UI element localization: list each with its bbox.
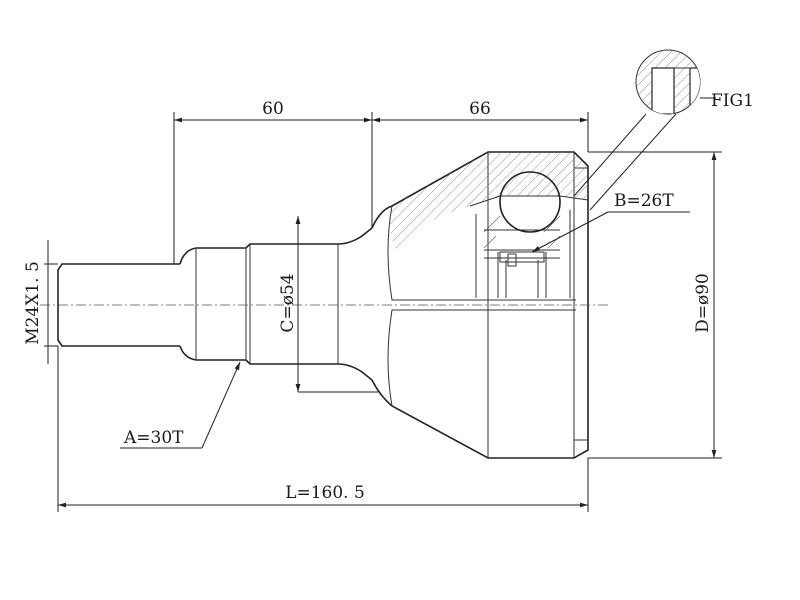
dim-c-label: C=ø54	[278, 273, 298, 332]
inner-race	[469, 195, 589, 298]
shaft-shoulder	[179, 247, 197, 361]
detail-fig1: FIG1	[573, 49, 754, 211]
dim-bell-length: 66	[372, 99, 589, 152]
bell-section-hatch	[389, 152, 588, 250]
dim-total-length: L=160. 5	[57, 346, 589, 512]
callout-a-label: A=30T	[123, 428, 184, 448]
outer-bell	[371, 151, 589, 459]
dim-66-label: 66	[469, 99, 491, 119]
dim-l-label: L=160. 5	[285, 483, 365, 503]
dim-d-label: D=ø90	[693, 273, 713, 333]
callout-spline-b: B=26T	[531, 191, 690, 253]
fig1-label: FIG1	[711, 91, 754, 111]
spline-shaft	[196, 227, 373, 381]
cage-window	[499, 251, 545, 263]
dim-thread: M24X1. 5	[23, 240, 58, 364]
joint-outline	[57, 151, 589, 459]
dim-diameter-c: C=ø54	[278, 216, 378, 393]
callout-b-label: B=26T	[614, 191, 674, 211]
bell-inner-contour	[387, 205, 576, 407]
dim-thread-label: M24X1. 5	[23, 261, 43, 345]
callout-spline-a: A=30T	[120, 361, 241, 449]
ball-bearing	[499, 171, 561, 233]
dim-60-label: 60	[262, 99, 284, 119]
inner-spline-bore	[497, 252, 547, 298]
dim-spline-length: 60	[173, 99, 373, 264]
snap-ring-groove	[507, 253, 517, 267]
dim-diameter-d: D=ø90	[588, 151, 722, 459]
